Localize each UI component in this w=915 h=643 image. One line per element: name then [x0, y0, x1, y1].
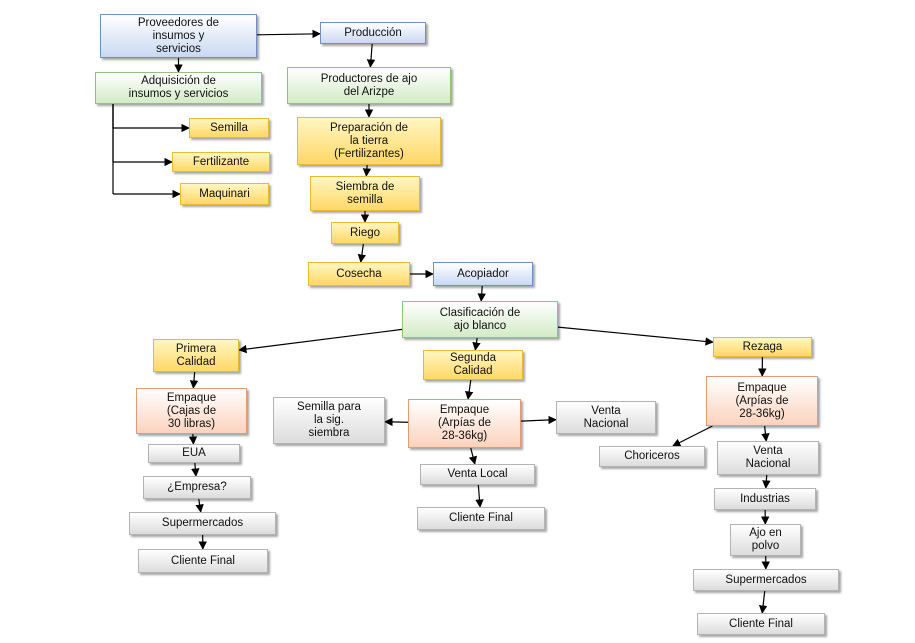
node-maquinari: Maquinari [180, 183, 269, 205]
node-empresa: ¿Empresa? [143, 476, 251, 499]
node-industrias: Industrias [714, 488, 816, 510]
node-productores: Productores de ajo del Arizpe [287, 67, 451, 104]
connector-produccion-productores [366, 43, 376, 68]
connector-empaque3-choriceros [672, 425, 713, 447]
node-venta-nacional-segunda: Venta Nacional [556, 401, 656, 434]
connector-clasificacion-primera [238, 328, 403, 354]
connector-super3-cliente3 [758, 590, 768, 614]
node-clasificacion: Clasificación de ajo blanco [402, 301, 558, 338]
node-semilla: Semilla [189, 118, 269, 138]
connector-venta_nac3-industrias [762, 474, 771, 489]
connector-riego-cosecha [357, 243, 367, 263]
node-venta-nacional-rezaga: Venta Nacional [717, 441, 819, 475]
node-eua: EUA [148, 444, 240, 463]
connector-empaque1-eua [188, 433, 198, 445]
connector-proveedores-produccion [256, 29, 321, 39]
node-riego: Riego [331, 222, 399, 244]
node-choriceros: Choriceros [599, 446, 705, 467]
connector-venta_local-cliente2 [475, 484, 484, 508]
connector-empaque3-venta_nac3 [761, 425, 770, 442]
connector-segunda-empaque2 [464, 379, 474, 400]
node-venta-local: Venta Local [420, 464, 535, 485]
node-primera-calidad: Primera Calidad [153, 339, 239, 372]
node-empaque-cajas: Empaque (Cajas de 30 libras) [136, 388, 247, 434]
connector-empresa-super1 [195, 498, 204, 513]
connector-empaque2-venta_local [468, 447, 478, 465]
connector-empaque2-semilla_sig [384, 417, 409, 427]
node-fertilizante: Fertilizante [172, 152, 270, 172]
node-supermercados-primera: Supermercados [129, 512, 276, 535]
node-proveedores: Proveedores de insumos y servicios [100, 14, 257, 58]
node-segunda-calidad: Segunda Calidad [423, 350, 523, 380]
node-empaque-arpias-rezaga: Empaque (Arpías de 28-36kg) [706, 376, 818, 426]
node-cliente-final-rezaga: Cliente Final [697, 613, 825, 635]
connector-clasificacion-rezaga [557, 326, 714, 346]
node-ajo-en-polvo: Ajo en polvo [730, 524, 801, 556]
node-siembra: Siembra de semilla [310, 176, 420, 211]
connector-empaque2-venta_nac2 [520, 415, 557, 425]
node-empaque-arpias-segunda: Empaque (Arpías de 28-36kg) [408, 399, 521, 448]
node-cliente-final-segunda: Cliente Final [417, 507, 545, 530]
node-acopiador: Acopiador [433, 262, 533, 286]
node-rezaga: Rezaga [713, 337, 812, 357]
node-supermercados-rezaga: Supermercados [693, 569, 839, 591]
connector-eua-empresa [191, 462, 200, 477]
connector-primera-empaque1 [189, 371, 199, 389]
connector-preparacion-siembra [362, 164, 372, 177]
node-produccion: Producción [320, 22, 426, 44]
node-preparacion: Preparación de la tierra (Fertilizantes) [297, 117, 441, 165]
node-semilla-siembra: Semilla para la sig. siembra [273, 397, 385, 444]
node-adquisicion: Adquisición de insumos y servicios [95, 72, 262, 104]
connector-clasificacion-segunda [472, 337, 481, 351]
node-cliente-final-primera: Cliente Final [138, 549, 268, 573]
connector-acopiador-clasificacion [477, 285, 486, 302]
node-cosecha: Cosecha [308, 262, 410, 286]
